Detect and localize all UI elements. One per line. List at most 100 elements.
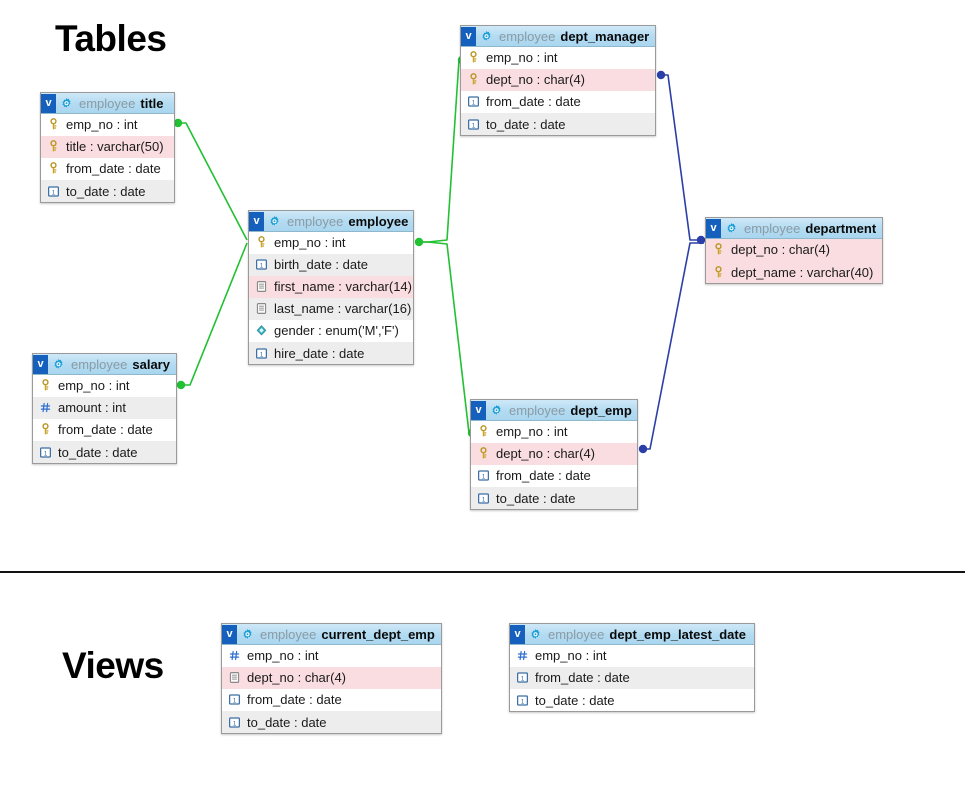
text-column-icon — [256, 281, 267, 292]
column-row[interactable]: title : varchar(50) — [41, 136, 174, 158]
column-row[interactable]: emp_no : int — [41, 114, 174, 136]
column-row[interactable]: from_date : date — [41, 158, 174, 180]
column-label: title : varchar(50) — [66, 139, 164, 154]
column-label: amount : int — [58, 400, 126, 415]
column-label: to_date : date — [486, 116, 566, 132]
entity-object-name: dept_manager — [560, 28, 650, 44]
column-row[interactable]: emp_no : int — [461, 47, 655, 69]
column-label: from_date : date — [247, 692, 342, 707]
gear-icon — [243, 628, 252, 639]
column-label: to_date : date — [66, 183, 146, 199]
column-label: from_date : date — [496, 468, 591, 483]
v-badge-icon: v — [33, 354, 48, 374]
column-label: emp_no : int — [247, 648, 319, 663]
column-row[interactable]: last_name : varchar(16) — [249, 298, 413, 320]
primary-key-icon — [42, 423, 49, 435]
gear-icon — [531, 628, 540, 639]
svg-text:1: 1 — [521, 698, 525, 705]
column-row[interactable]: 1 from_date : date — [471, 465, 637, 487]
entity-schema-name: employee — [499, 28, 556, 44]
column-label: hire_date : date — [274, 345, 365, 361]
column-row[interactable]: 1 hire_date : date — [249, 342, 413, 364]
column-row[interactable]: gender : enum('M','F') — [249, 320, 413, 342]
date-column-icon: 1 — [517, 694, 528, 706]
gear-icon — [270, 215, 279, 226]
entity-schema-name: employee — [79, 95, 136, 111]
column-row[interactable]: dept_no : char(4) — [471, 443, 637, 465]
v-badge-icon: v — [510, 624, 525, 644]
column-row[interactable]: amount : int — [33, 397, 176, 419]
column-row[interactable]: from_date : date — [33, 419, 176, 441]
column-row[interactable]: dept_name : varchar(40) — [706, 261, 882, 283]
svg-text:1: 1 — [44, 450, 48, 457]
column-row[interactable]: emp_no : int — [471, 421, 637, 443]
relationship-dept_emp-department — [639, 242, 704, 450]
column-label: from_date : date — [58, 422, 153, 437]
column-label: first_name : varchar(14) — [274, 279, 412, 294]
column-label: to_date : date — [496, 490, 576, 506]
column-label: last_name : varchar(16) — [274, 301, 412, 316]
date-column-icon: 1 — [256, 259, 267, 270]
column-label: dept_name : varchar(40) — [731, 264, 874, 280]
column-row[interactable]: dept_no : char(4) — [222, 667, 441, 689]
column-row[interactable]: 1 to_date : date — [471, 487, 637, 509]
column-row[interactable]: dept_no : char(4) — [706, 239, 882, 261]
date-column-icon: 1 — [468, 118, 479, 130]
text-column-icon — [229, 672, 240, 683]
entity-object-name: current_dept_emp — [321, 626, 435, 642]
section-heading-tables: Tables — [55, 18, 167, 59]
date-column-icon: 1 — [256, 347, 267, 359]
svg-text:1: 1 — [472, 99, 476, 106]
gear-icon — [492, 404, 501, 415]
svg-text:1: 1 — [260, 351, 264, 358]
column-row[interactable]: emp_no : int — [510, 645, 754, 667]
relationship-dept_manager-department — [657, 74, 704, 241]
svg-text:1: 1 — [482, 473, 486, 480]
column-row[interactable]: emp_no : int — [222, 645, 441, 667]
column-label: to_date : date — [247, 714, 327, 730]
relationship-salary-employee — [178, 242, 248, 386]
svg-text:1: 1 — [482, 496, 486, 503]
relationship-employee-dept_manager — [415, 59, 460, 243]
v-badge-icon: v — [249, 211, 264, 231]
column-row[interactable]: first_name : varchar(14) — [249, 276, 413, 298]
primary-key-icon — [470, 51, 477, 63]
gear-icon — [727, 222, 736, 233]
column-row[interactable]: 1 to_date : date — [461, 113, 655, 135]
primary-key-icon — [258, 236, 265, 248]
column-row[interactable]: dept_no : char(4) — [461, 69, 655, 91]
v-badge-icon: v — [706, 218, 721, 238]
entity-object-name: salary — [132, 356, 170, 372]
entity-object-name: dept_emp — [570, 402, 632, 418]
primary-key-icon — [480, 425, 487, 437]
column-row[interactable]: emp_no : int — [33, 375, 176, 397]
column-label: emp_no : int — [274, 235, 346, 250]
column-label: dept_no : char(4) — [731, 242, 831, 257]
column-row[interactable]: emp_no : int — [249, 232, 413, 254]
